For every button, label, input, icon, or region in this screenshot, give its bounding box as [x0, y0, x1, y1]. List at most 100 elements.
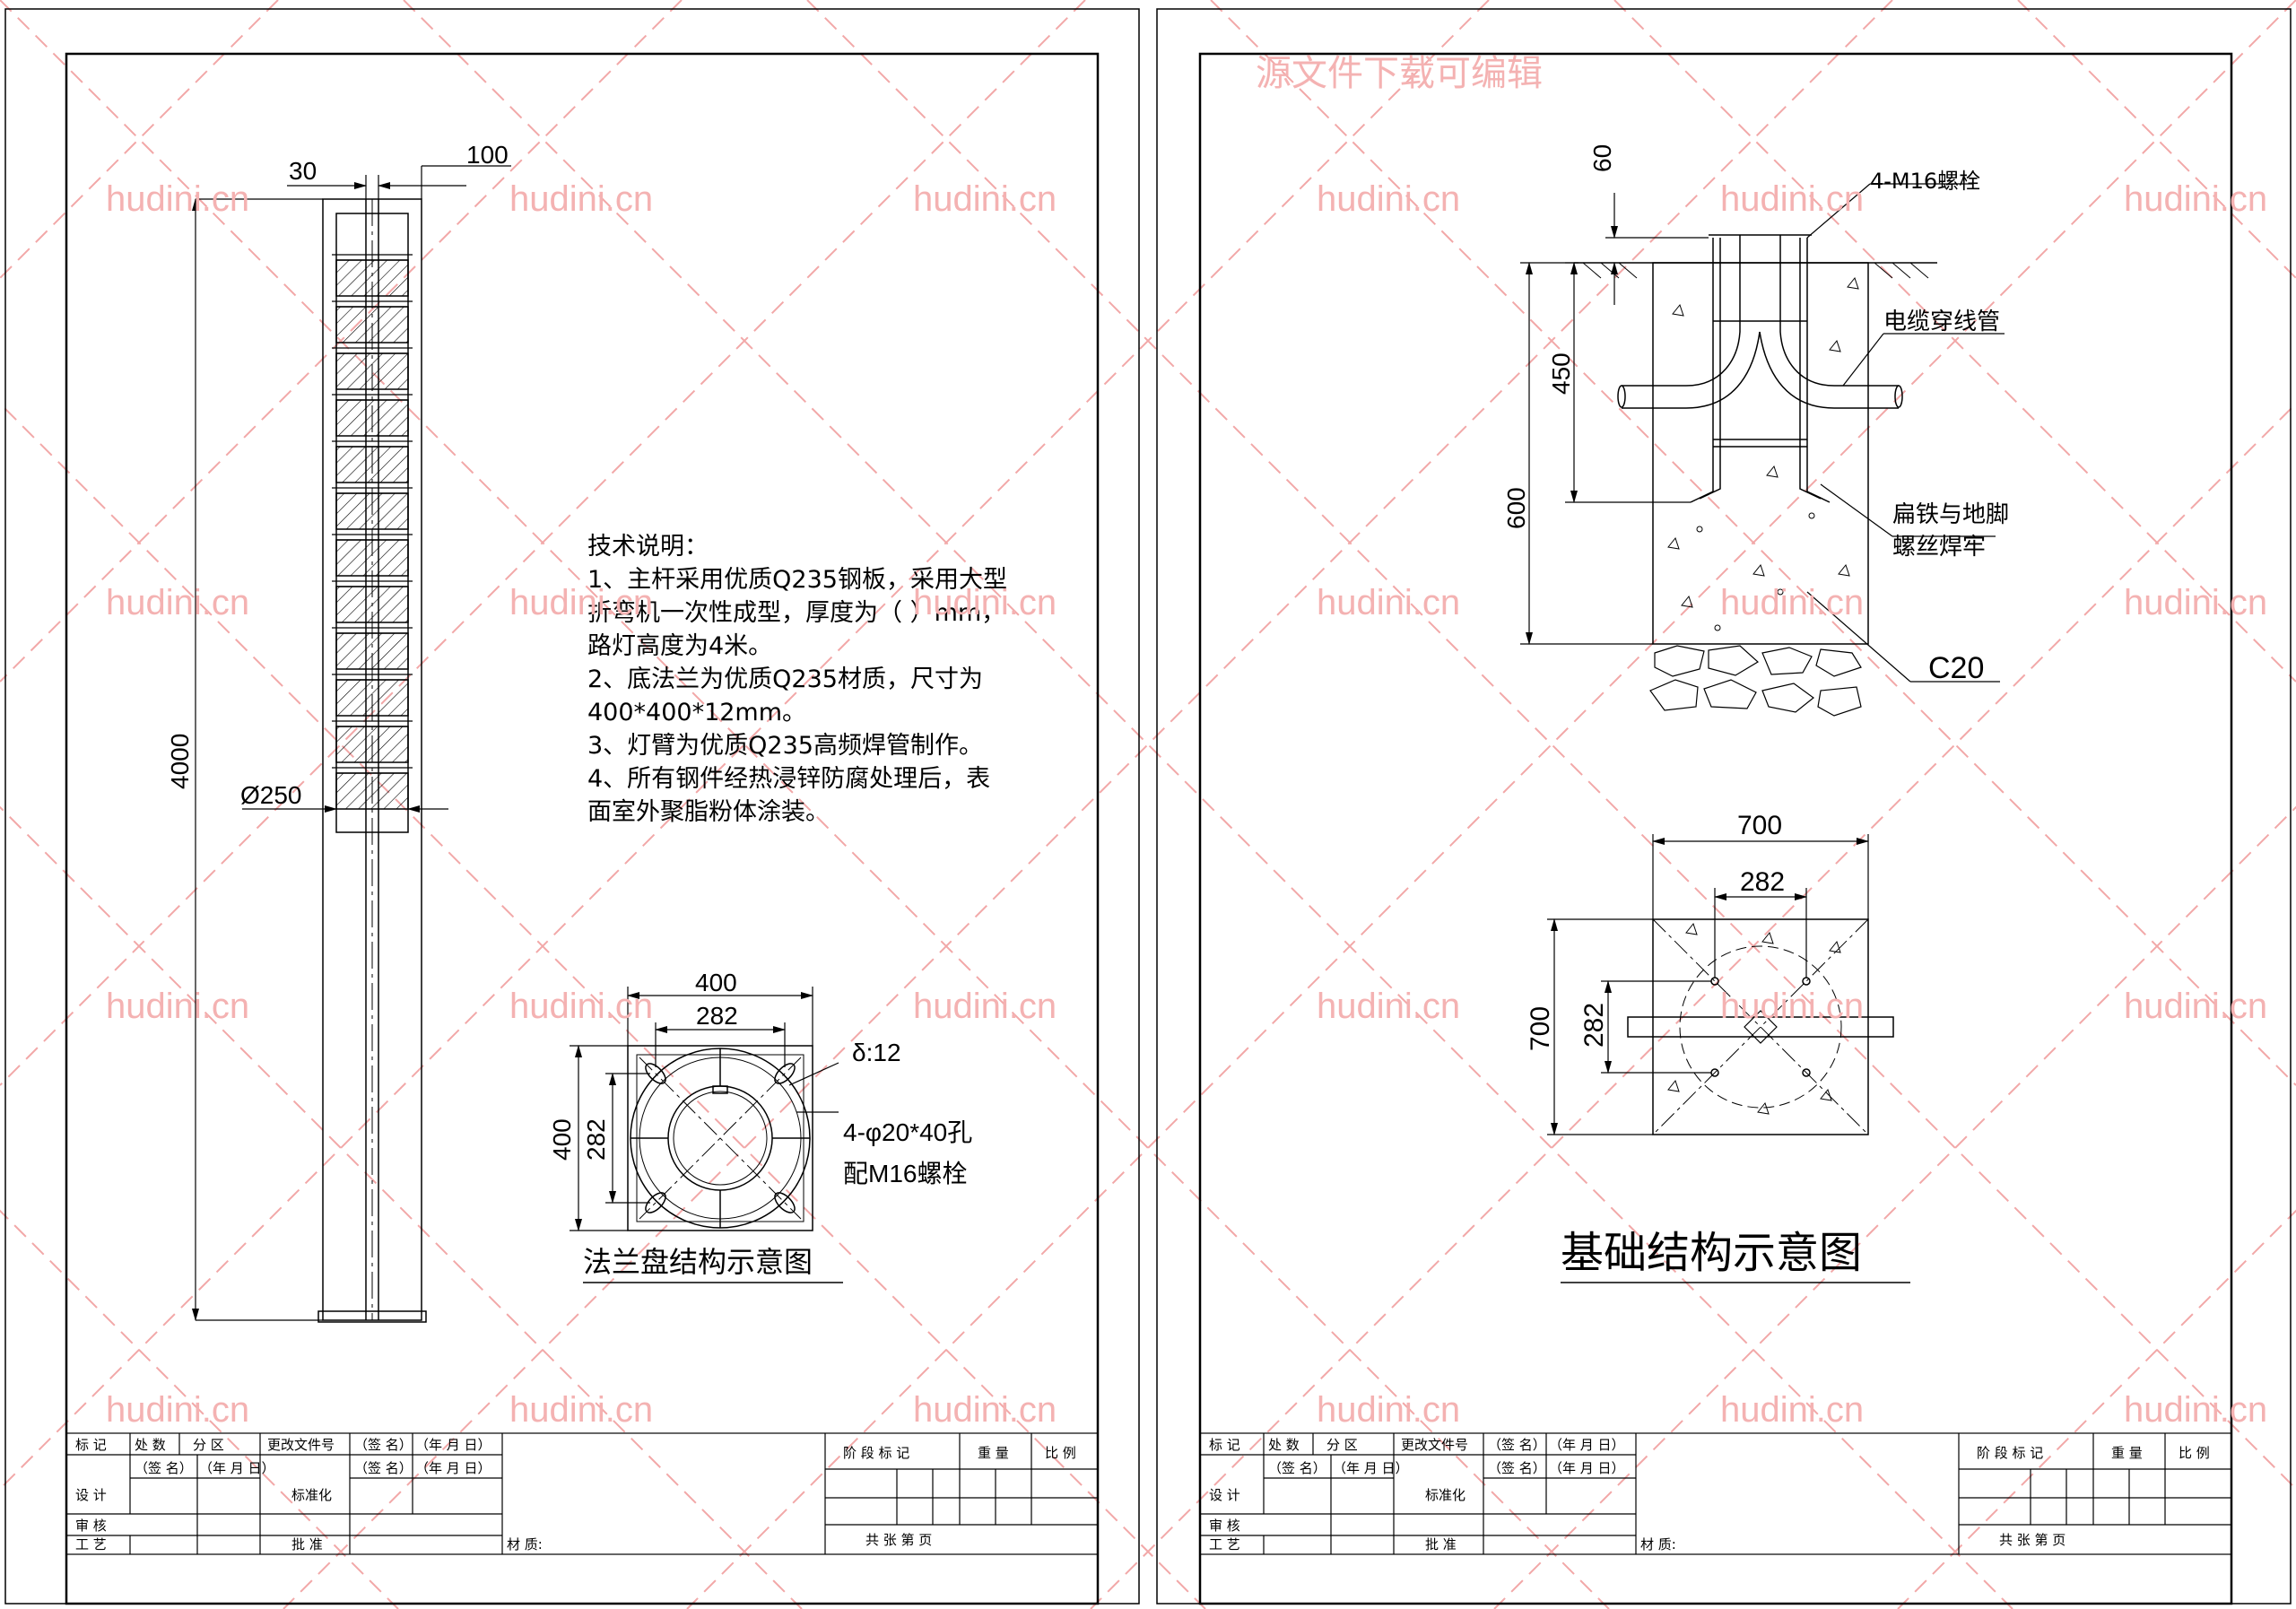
- cable-conduit-label: 电缆穿线管: [1883, 309, 2000, 335]
- tb-stage: 阶 段 标 记: [843, 1445, 909, 1461]
- pole-elevation: [317, 198, 427, 1323]
- plan-dimensions: [1547, 834, 1869, 1135]
- watermark-text: hudini.cn: [509, 179, 653, 219]
- tb-cell: （签 名）: [354, 1437, 413, 1453]
- notes-line: 1、主杆采用优质Q235钢板，采用大型: [587, 566, 1007, 594]
- left-title-block-text: 标 记 处 数 分 区 更改文件号 （签 名） （年 月 日） 设 计 （签 名…: [75, 1437, 1076, 1552]
- watermark-text: hudini.cn: [509, 987, 653, 1026]
- tb-cell: （年 月 日）: [199, 1460, 275, 1476]
- tb-cell: 审 核: [1209, 1518, 1240, 1534]
- watermark-text: hudini.cn: [509, 1390, 653, 1430]
- notes-line: 面室外聚脂粉体涂装。: [587, 798, 830, 826]
- flange-dim-400-top: 400: [695, 969, 737, 996]
- tb-cell: 设 计: [1209, 1487, 1240, 1503]
- tb-scale: 比 例: [1045, 1445, 1076, 1461]
- plan-dim-700-top: 700: [1737, 811, 1782, 840]
- watermark-text: hudini.cn: [1317, 987, 1460, 1026]
- tb-cell: 更改文件号: [267, 1437, 335, 1453]
- tb-cell: 批 准: [291, 1536, 323, 1552]
- watermark-text: hudini.cn: [913, 1390, 1057, 1430]
- plan-dim-282-side: 282: [1579, 1003, 1609, 1048]
- watermark-text: hudini.cn: [913, 987, 1057, 1026]
- flange-holes-label: 4-φ20*40孔: [843, 1118, 972, 1146]
- tb-weight: 重 量: [978, 1445, 1009, 1461]
- tb-cell: （年 月 日）: [1549, 1437, 1625, 1453]
- tb-material: 材 质:: [507, 1536, 543, 1552]
- notes-line: 3、灯臂为优质Q235高频焊管制作。: [587, 732, 983, 760]
- right-title-block-text: 标 记 处 数 分 区 更改文件号 （签 名） （年 月 日） 设 计 （签 名…: [1209, 1437, 2210, 1552]
- tb-cell: 处 数: [135, 1437, 166, 1453]
- tb-cell: （签 名）: [354, 1460, 413, 1476]
- tb-cell: 工 艺: [75, 1536, 107, 1552]
- tb-cell: （年 月 日）: [1549, 1460, 1625, 1476]
- watermark-text: hudini.cn: [106, 179, 249, 219]
- flange-bolts-label: 配M16螺栓: [843, 1160, 967, 1187]
- watermark-text: hudini.cn: [1720, 179, 1864, 219]
- watermark-text: hudini.cn: [106, 987, 249, 1026]
- right-title-block: [1199, 1432, 2232, 1555]
- watermark-text: hudini.cn: [106, 583, 249, 622]
- plan-dim-282-top: 282: [1740, 867, 1785, 897]
- watermark-text: hudini.cn: [913, 583, 1057, 622]
- tb-cell: 分 区: [193, 1437, 224, 1453]
- concrete-grade-label: C20: [1928, 651, 1984, 685]
- notes-line: 2、底法兰为优质Q235材质，尺寸为: [587, 665, 983, 693]
- weld-label-line2: 螺丝焊牢: [1892, 534, 1986, 561]
- anchor-bolt-label: 4-M16螺栓: [1870, 169, 1980, 194]
- flange-dimensions: [570, 987, 839, 1231]
- tb-material: 材 质:: [1640, 1536, 1676, 1552]
- flange-dim-282-side: 282: [582, 1118, 610, 1161]
- left-sheet-frame: [4, 8, 1140, 1605]
- tb-cell: 设 计: [75, 1487, 107, 1503]
- watermark-text-layer: 源文件下载可编辑 hudini.cn hudini.cn hudini.cn h…: [106, 53, 2267, 1430]
- flange-thickness-label: δ:12: [852, 1039, 901, 1066]
- tb-sheet-count: 共 张 第 页: [1999, 1532, 2066, 1548]
- pole-dimensions: [192, 165, 511, 1321]
- watermark-text: hudini.cn: [2124, 1390, 2267, 1430]
- notes-line: 折弯机一次性成型，厚度为（ ）mm，: [587, 599, 1005, 627]
- weld-label-line1: 扁铁与地脚: [1892, 501, 2009, 528]
- dim-100: 100: [466, 141, 509, 169]
- tb-cell: 标准化: [291, 1487, 332, 1503]
- watermark-text: hudini.cn: [1317, 583, 1460, 622]
- dim-60: 60: [1588, 144, 1616, 172]
- watermark-text: hudini.cn: [2124, 987, 2267, 1026]
- tb-cell: 标准化: [1425, 1487, 1465, 1503]
- technical-notes: 技术说明： 1、主杆采用优质Q235钢板，采用大型 折弯机一次性成型，厚度为（ …: [587, 533, 1007, 826]
- dim-450: 450: [1547, 352, 1575, 395]
- watermark-text: hudini.cn: [1720, 583, 1864, 622]
- tb-cell: （年 月 日）: [415, 1460, 491, 1476]
- flange-title: 法兰盘结构示意图: [583, 1245, 813, 1279]
- tb-cell: 审 核: [75, 1518, 107, 1534]
- watermark-text: hudini.cn: [509, 583, 653, 622]
- watermark-text: hudini.cn: [913, 179, 1057, 219]
- watermark-text: hudini.cn: [1317, 1390, 1460, 1430]
- watermark-text: hudini.cn: [2124, 179, 2267, 219]
- tb-cell: （签 名）: [135, 1460, 193, 1476]
- tb-stage: 阶 段 标 记: [1977, 1445, 2043, 1461]
- tb-cell: （签 名）: [1488, 1437, 1546, 1453]
- plan-dim-700-side: 700: [1526, 1006, 1555, 1051]
- watermark-text: hudini.cn: [1720, 1390, 1864, 1430]
- tb-sheet-count: 共 张 第 页: [865, 1532, 932, 1548]
- tb-weight: 重 量: [2111, 1445, 2143, 1461]
- flange-plate: [627, 1045, 813, 1231]
- tb-cell: （年 月 日）: [415, 1437, 491, 1453]
- watermark-editable: 源文件下载可编辑: [1256, 53, 1543, 94]
- tb-cell: （签 名）: [1488, 1460, 1546, 1476]
- dim-dia-250: Ø250: [240, 781, 302, 809]
- foundation-title: 基础结构示意图: [1561, 1228, 1862, 1278]
- watermark-text: hudini.cn: [1720, 987, 1864, 1026]
- tb-cell: 更改文件号: [1401, 1437, 1468, 1453]
- flange-dim-400-side: 400: [548, 1118, 576, 1161]
- dim-600: 600: [1502, 487, 1530, 529]
- dim-30: 30: [289, 157, 317, 185]
- tb-scale: 比 例: [2179, 1445, 2210, 1461]
- foundation-plan: [1627, 918, 1894, 1135]
- notes-line: 400*400*12mm。: [587, 699, 806, 726]
- left-title-block: [65, 1432, 1099, 1555]
- tb-cell: 标 记: [75, 1437, 107, 1453]
- right-sheet-frame: [1156, 8, 2292, 1605]
- tb-cell: 处 数: [1268, 1437, 1300, 1453]
